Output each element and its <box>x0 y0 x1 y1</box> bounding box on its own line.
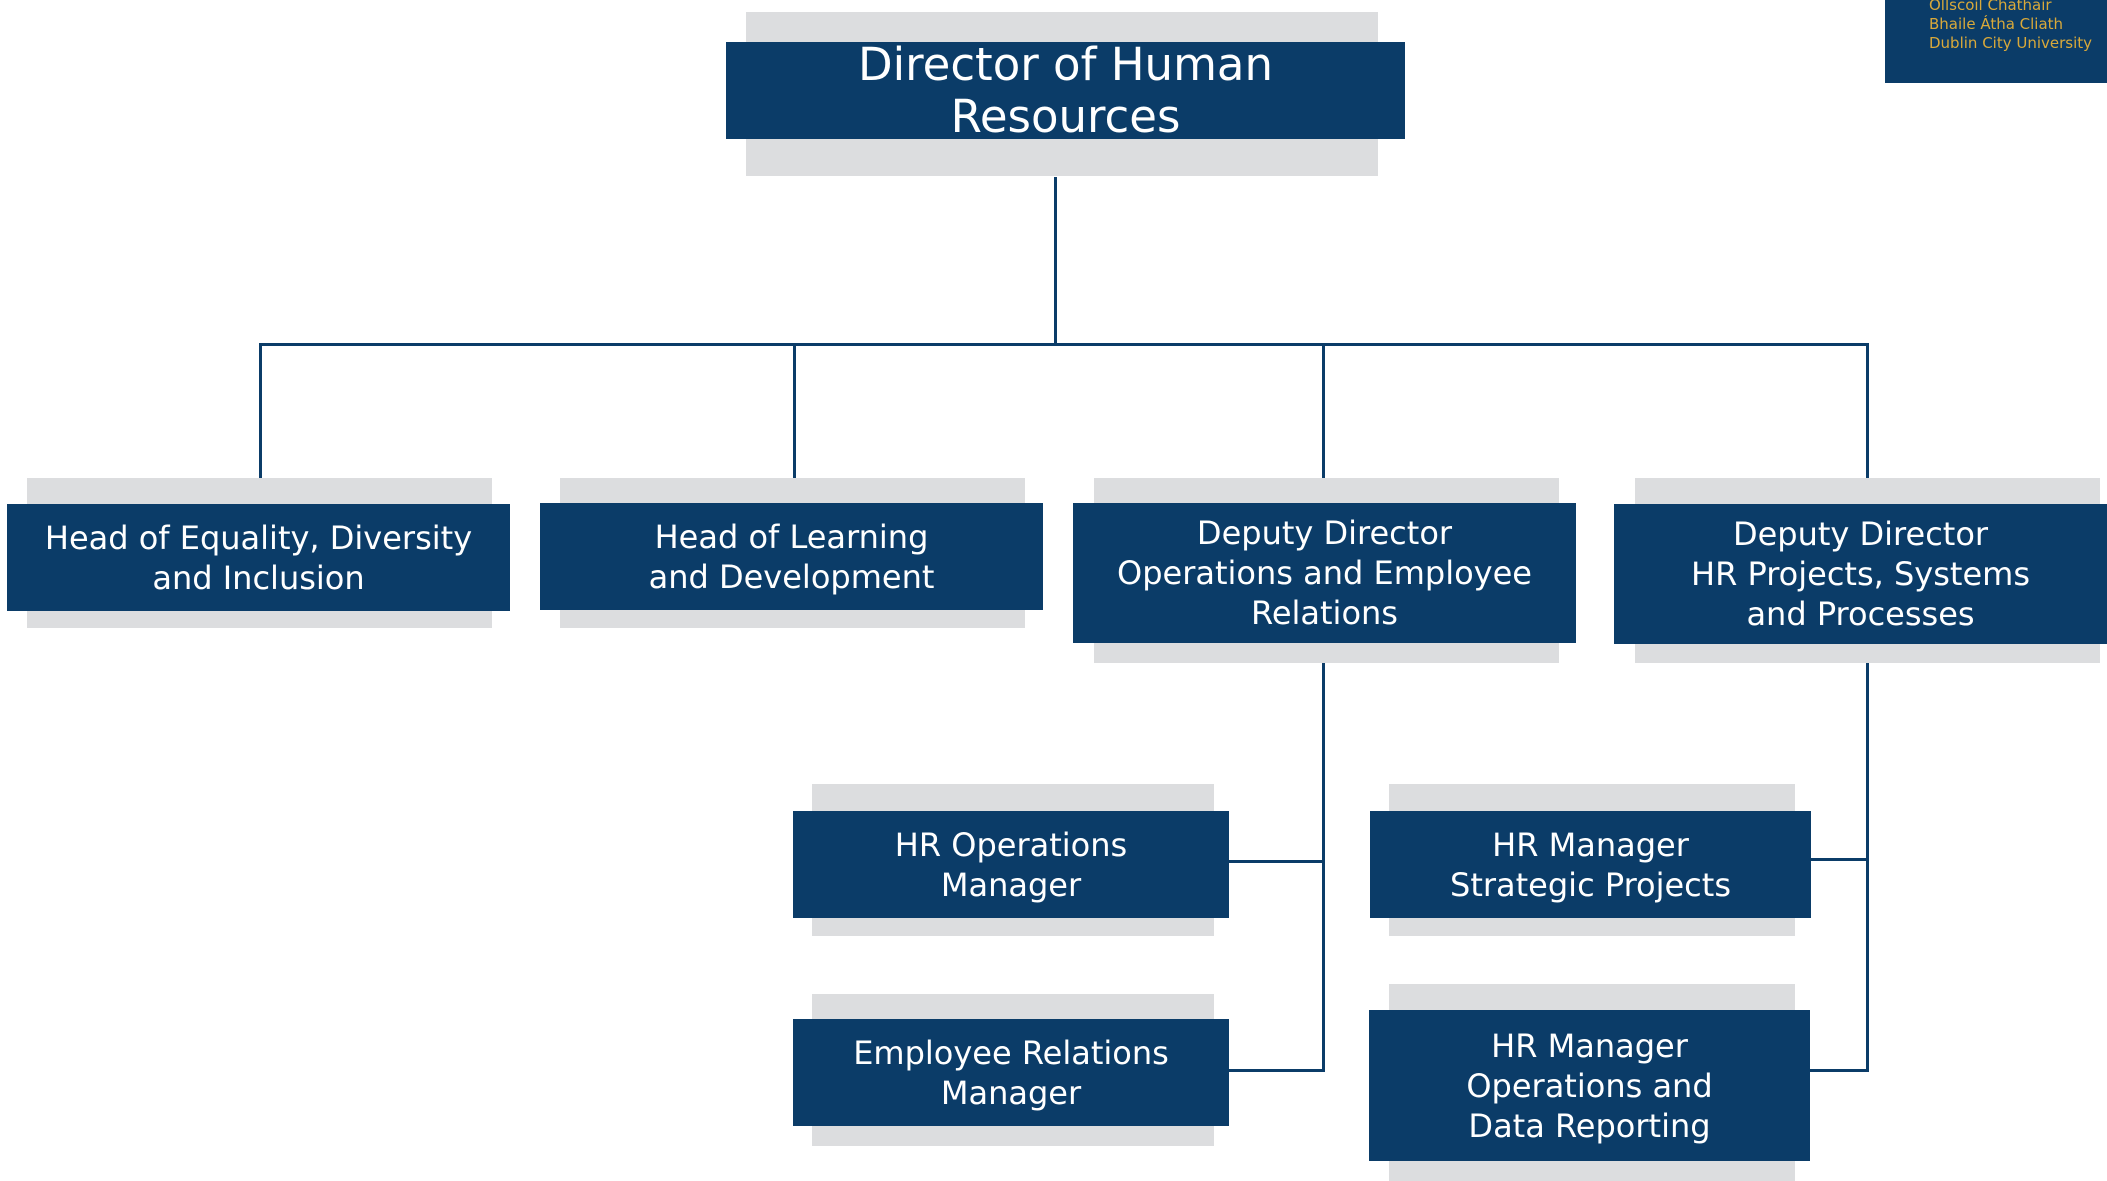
equality-box: Head of Equality, Diversity and Inclusio… <box>7 504 510 611</box>
learning-box: Head of Learning and Development <box>540 503 1043 610</box>
deputy-projects-box: Deputy Director HR Projects, Systems and… <box>1614 504 2107 644</box>
connector-to-data-reporting <box>1810 1069 1869 1072</box>
connector-deputy-projects-trunk <box>1866 662 1869 1072</box>
connector-to-deputy-projects <box>1866 343 1869 479</box>
director-box: Director of Human Resources <box>726 38 1405 142</box>
deputy-operations-title: Deputy Director Operations and Employee … <box>1117 514 1532 632</box>
logo-line-english: Dublin City University <box>1929 34 2093 52</box>
connector-to-equality <box>259 343 262 479</box>
connector-to-learning <box>793 343 796 479</box>
hr-operations-box: HR Operations Manager <box>793 811 1229 918</box>
strategic-projects-box: HR Manager Strategic Projects <box>1370 811 1811 918</box>
deputy-projects-title: Deputy Director HR Projects, Systems and… <box>1691 515 2030 633</box>
connector-director-trunk <box>1054 177 1057 345</box>
data-reporting-box: HR Manager Operations and Data Reporting <box>1369 1010 1810 1161</box>
connector-deputy-operations-trunk <box>1322 662 1325 1072</box>
learning-title: Head of Learning and Development <box>648 517 935 596</box>
hr-operations-title: HR Operations Manager <box>894 825 1128 904</box>
employee-relations-box: Employee Relations Manager <box>793 1019 1229 1126</box>
dcu-logo: Ollscoil Chathair Bhaile Átha Cliath Dub… <box>1885 0 2107 83</box>
logo-line-irish-2: Bhaile Átha Cliath <box>1929 15 2064 33</box>
employee-relations-title: Employee Relations Manager <box>853 1033 1169 1112</box>
strategic-projects-title: HR Manager Strategic Projects <box>1450 825 1731 904</box>
director-title: Director of Human Resources <box>857 37 1274 143</box>
connector-to-hr-operations <box>1229 860 1325 863</box>
data-reporting-title: HR Manager Operations and Data Reporting <box>1466 1026 1713 1145</box>
equality-title: Head of Equality, Diversity and Inclusio… <box>44 518 473 597</box>
logo-line-irish-1: Ollscoil Chathair <box>1929 0 2052 14</box>
connector-to-strategic-projects <box>1810 858 1869 861</box>
connector-to-employee-relations <box>1229 1069 1325 1072</box>
deputy-operations-box: Deputy Director Operations and Employee … <box>1073 503 1576 643</box>
connector-to-deputy-operations <box>1322 343 1325 479</box>
connector-horizontal-bus <box>259 343 1869 346</box>
